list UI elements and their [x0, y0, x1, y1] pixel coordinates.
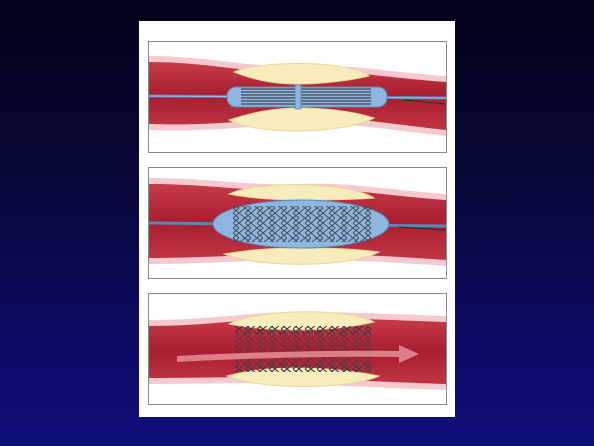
panel-catheter-insertion	[148, 41, 447, 153]
panel-balloon-inflation	[148, 167, 447, 279]
panel-stent-deployed	[148, 293, 447, 405]
stent-icon	[235, 326, 371, 372]
stent-icon	[233, 206, 371, 242]
artery-icon	[149, 42, 446, 152]
stent-diagram-figure	[139, 21, 455, 417]
artery-icon	[149, 168, 446, 278]
artery-icon	[149, 294, 446, 404]
